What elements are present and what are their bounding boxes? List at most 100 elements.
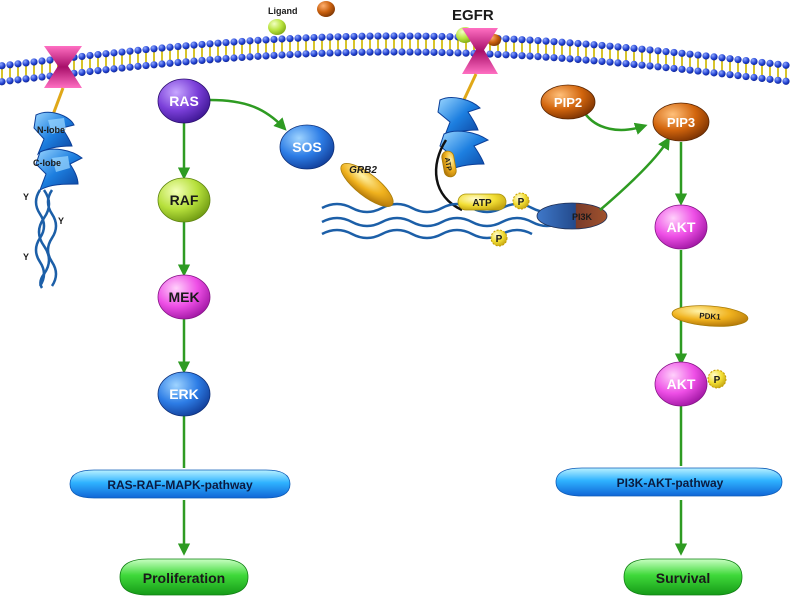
lipid-head (742, 72, 750, 81)
lipid-head (118, 48, 126, 56)
lipid-head (22, 75, 30, 83)
lipid-head (326, 33, 334, 41)
lipid-head (422, 48, 430, 56)
phosphate-atp-label: P (518, 197, 525, 208)
lipid-head (350, 48, 358, 57)
egfr-receptor: EGFR ATP (434, 7, 501, 212)
lipid-head (14, 76, 22, 84)
node-akt-phosphorylated: AKT P (654, 361, 727, 407)
lipid-head (454, 49, 462, 57)
node-ras-label: RAS (169, 93, 199, 109)
gamma-label-2: Y (58, 216, 64, 226)
lipid-head (702, 52, 710, 60)
lipid-head (654, 63, 662, 71)
lipid-head (566, 55, 574, 63)
lipid-head (230, 54, 238, 62)
lipid-head (430, 32, 438, 40)
lipid-head (558, 54, 566, 62)
lipid-head (518, 52, 526, 60)
pdk1-capsule: PDK1 (671, 305, 749, 327)
grb2-label: GRB2 (349, 165, 377, 176)
lipid-head (166, 43, 174, 51)
lipid-head (534, 53, 542, 61)
lipid-head (78, 68, 86, 77)
node-mek: MEK (157, 274, 211, 320)
lipid-head (558, 38, 566, 46)
lipid-head (14, 60, 22, 68)
lipid-head (0, 62, 6, 70)
lipid-head (438, 32, 446, 41)
lipid-head (262, 52, 270, 60)
lipid-head (126, 47, 134, 55)
lipid-head (142, 61, 150, 70)
pathway-arrows (177, 98, 688, 556)
node-raf-label: RAF (170, 192, 199, 208)
lipid-head (702, 68, 710, 76)
cell-membrane (0, 32, 790, 86)
lipid-head (110, 65, 118, 73)
lipid-head (22, 59, 30, 67)
lipid-head (302, 34, 310, 42)
lipid-head (358, 32, 366, 40)
lipid-head (670, 64, 678, 73)
lipid-head (102, 66, 110, 74)
c-tail-strand-3 (37, 189, 51, 289)
lipid-head (534, 37, 542, 45)
lipid-head (6, 61, 14, 69)
lipid-head (550, 54, 558, 62)
lipid-head (6, 77, 14, 85)
lipid-head (486, 50, 494, 58)
lipid-head (342, 32, 350, 41)
lipid-head (422, 32, 430, 40)
lipid-head (542, 37, 550, 45)
lipid-head (278, 51, 286, 59)
atp-label: ATP (472, 198, 492, 209)
lipid-head (734, 56, 742, 64)
lipid-head (30, 74, 38, 82)
lipid-head (254, 36, 262, 44)
lipid-head (310, 49, 318, 58)
lipid-head (30, 58, 38, 66)
lipid-head (198, 56, 206, 65)
lipid-head (390, 32, 398, 40)
lipid-head (598, 57, 606, 66)
lipid-head (774, 60, 782, 68)
lipid-head (230, 38, 238, 46)
phosphate-akt-label: P (714, 375, 721, 386)
pathway-mapk-label: RAS-RAF-MAPK-pathway (107, 478, 253, 492)
node-pip3: PIP3 (652, 102, 710, 142)
lipid-head (150, 61, 158, 69)
lipid-head (622, 44, 630, 52)
lipid-head (614, 43, 622, 51)
lipid-head (78, 52, 86, 61)
left-kinase-c-lobe-highlight (52, 156, 70, 172)
lipid-head (134, 62, 142, 70)
lipid-head (590, 57, 598, 65)
lipid-head (582, 40, 590, 48)
lipid-head (262, 36, 270, 44)
lipid-head (110, 49, 118, 57)
node-pip3-label: PIP3 (667, 115, 695, 130)
lipid-head (614, 59, 622, 67)
lipid-head (574, 39, 582, 48)
lipid-head (678, 65, 686, 73)
phosphate-chain: P (490, 229, 508, 247)
lipid-head (334, 33, 342, 41)
atp-capsule: ATP (457, 193, 507, 211)
pathway-pi3k-akt: PI3K-AKT-pathway (555, 467, 783, 497)
lipid-head (142, 45, 150, 54)
phosphate-atp: P (512, 192, 530, 210)
lipid-head (310, 33, 318, 42)
egfr-channel (462, 28, 498, 74)
lipid-head (46, 56, 54, 64)
node-sos: SOS (279, 124, 335, 170)
lipid-head (622, 60, 630, 68)
lipid-head (374, 48, 382, 56)
lipid-head (494, 50, 502, 59)
lipid-head (246, 53, 254, 61)
lipid-head (462, 49, 470, 57)
lipid-head (238, 53, 246, 62)
c-lobe-label: C-lobe (33, 158, 61, 168)
lipid-head (758, 74, 766, 83)
node-pip2: PIP2 (540, 84, 596, 120)
